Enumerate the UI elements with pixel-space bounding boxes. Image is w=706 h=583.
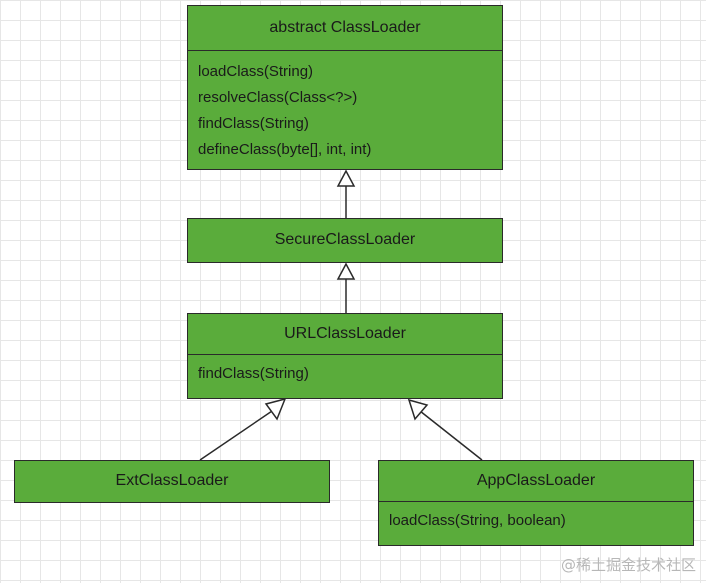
class-box-classloader[interactable]: abstract ClassLoader loadClass(String) r… (187, 5, 503, 170)
class-name: abstract ClassLoader (269, 19, 421, 36)
class-box-url[interactable]: URLClassLoader findClass(String) (187, 313, 503, 399)
watermark: @稀土掘金技术社区 (560, 556, 696, 574)
class-box-ext[interactable]: ExtClassLoader (14, 460, 330, 503)
method: findClass(String) (198, 115, 309, 132)
class-name: SecureClassLoader (274, 231, 416, 248)
method: loadClass(String) (198, 63, 314, 80)
method: loadClass(String, boolean) (389, 512, 566, 529)
inheritance-arrowhead (336, 262, 356, 280)
edge-app-to-url (419, 410, 483, 461)
class-name: URLClassLoader (284, 325, 406, 342)
class-box-app[interactable]: AppClassLoader loadClass(String, boolean… (378, 460, 694, 546)
method-list: loadClass(String) resolveClass(Class<?>)… (188, 50, 502, 163)
edge-ext-to-url (199, 408, 276, 461)
inheritance-arrowhead (407, 398, 429, 421)
method: defineClass(byte[], int, int) (198, 141, 372, 158)
method: resolveClass(Class<?>) (198, 89, 358, 106)
class-name: ExtClassLoader (115, 472, 229, 489)
class-box-secure[interactable]: SecureClassLoader (187, 218, 503, 263)
class-name: AppClassLoader (476, 472, 596, 489)
method-list: loadClass(String, boolean) (379, 501, 693, 534)
method: findClass(String) (198, 365, 309, 382)
method-list: findClass(String) (188, 354, 502, 387)
inheritance-arrowhead (264, 397, 287, 421)
inheritance-arrowhead (336, 169, 356, 187)
